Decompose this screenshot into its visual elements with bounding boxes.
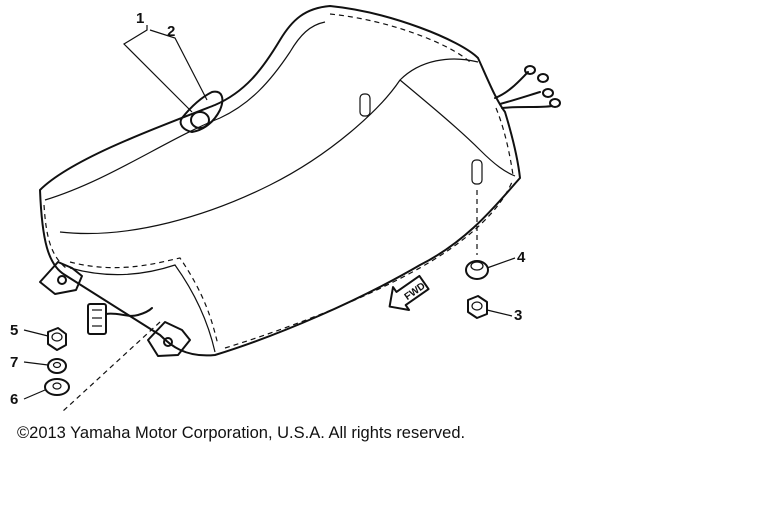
- connector-plug: [87, 303, 153, 335]
- part-7-lock-washer: 7: [10, 354, 67, 374]
- front-hook-right: [147, 321, 191, 357]
- callout-6: 6: [10, 391, 18, 408]
- part-6-washer: 6: [10, 378, 70, 408]
- callout-3: 3: [514, 307, 522, 324]
- callout-4: 4: [517, 249, 526, 266]
- fwd-arrow: FWD: [388, 274, 430, 311]
- callout-5: 5: [10, 322, 18, 339]
- wire-harness: [494, 65, 561, 109]
- svg-text:1: 1: [136, 10, 144, 27]
- mounting-stud: [359, 93, 483, 185]
- callout-1: 1: [136, 10, 144, 27]
- part-4-nut: 4: [465, 249, 526, 280]
- svg-text:2: 2: [167, 23, 175, 40]
- front-hook-left: [39, 261, 83, 295]
- callout-2: 2: [167, 23, 175, 40]
- seat-parts-diagram: FWD 1 2 4 3 5 7 6: [10, 5, 561, 413]
- seat-assembly: [39, 5, 521, 357]
- part-3-cap-nut: 3: [467, 295, 522, 324]
- callout-7: 7: [10, 354, 18, 371]
- part-5-nut: 5: [10, 322, 67, 351]
- copyright-notice: ©2013 Yamaha Motor Corporation, U.S.A. A…: [17, 424, 466, 442]
- seat-strap: [179, 90, 224, 133]
